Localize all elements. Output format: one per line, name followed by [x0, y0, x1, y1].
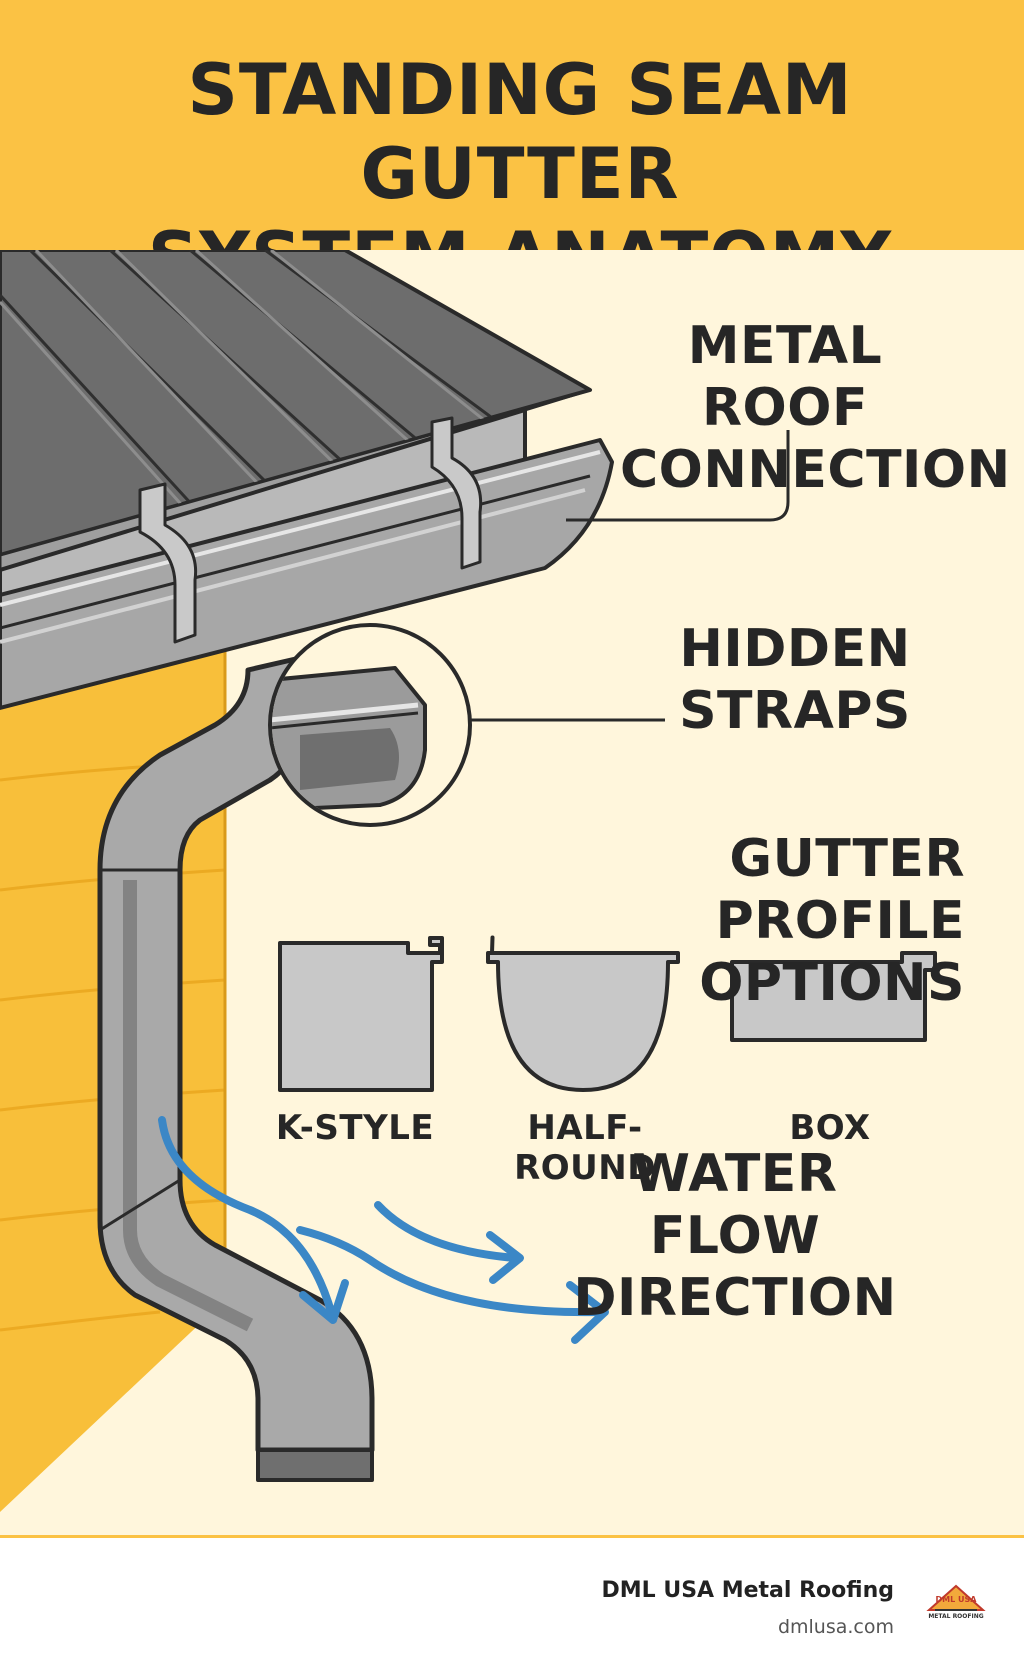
gutter-straps [138, 416, 483, 644]
k-style-profile-shape [278, 936, 444, 1092]
logo-text-line-1: DML USA [936, 1595, 978, 1604]
label-hidden-straps-line-2: STRAPS [679, 681, 911, 741]
gutter-illustration [0, 250, 937, 1512]
label-metal-roof-connection: METAL ROOF CONNECTION [620, 315, 1011, 501]
gutter-profile-shapes [278, 935, 937, 1092]
label-gutter-profile-options: GUTTER PROFILE OPTIONS [505, 828, 965, 1014]
hidden-strap-detail [268, 623, 472, 827]
leader-lines [470, 430, 790, 722]
footer: DML USA Metal Roofing dmlusa.com DML USA… [0, 1535, 1024, 1666]
profile-label-k-style: K-STYLE [275, 1108, 435, 1148]
label-water-flow-direction: WATER FLOW DIRECTION [545, 1143, 925, 1329]
water-arrow-3 [296, 1226, 604, 1317]
label-metal-roof-connection-line-1: METAL ROOF [687, 316, 883, 438]
water-flow-arrows [158, 1116, 609, 1344]
label-metal-roof-connection-line-2: CONNECTION [620, 440, 1011, 500]
title-line-1: STANDING SEAM GUTTER [187, 49, 853, 215]
half-round-profile-shape [486, 935, 680, 1092]
profile-label-box: BOX [789, 1108, 871, 1148]
company-logo: DML USA METAL ROOFING [926, 1584, 986, 1620]
water-arrow-1-head [299, 1279, 349, 1324]
label-hidden-straps-line-1: HIDDEN [679, 619, 911, 679]
metal-roof [0, 250, 592, 557]
label-gutter-profile-options-line-1: GUTTER PROFILE [715, 829, 965, 951]
brand-name: DML USA Metal Roofing [601, 1578, 895, 1603]
label-water-flow-direction-line-1: WATER FLOW [632, 1144, 838, 1266]
illustration-area: METAL ROOF CONNECTION HIDDEN STRAPS GUTT… [0, 250, 1024, 1535]
label-hidden-straps: HIDDEN STRAPS [675, 618, 915, 742]
water-arrow-2 [374, 1201, 519, 1262]
box-profile-shape [730, 951, 937, 1042]
profile-label-half-round: HALF-ROUND [514, 1108, 656, 1188]
gutter-trough [0, 438, 614, 710]
header-banner: STANDING SEAM GUTTER SYSTEM ANATOMY [0, 0, 1024, 299]
water-arrow-3-head [566, 1281, 609, 1344]
label-gutter-profile-options-line-2: OPTIONS [699, 953, 965, 1013]
label-water-flow-direction-line-2: DIRECTION [573, 1268, 897, 1328]
water-arrow-2-head [486, 1231, 524, 1284]
website-url: dmlusa.com [777, 1616, 894, 1638]
logo-text-line-2: METAL ROOFING [928, 1613, 983, 1620]
water-arrow-1 [158, 1116, 336, 1319]
